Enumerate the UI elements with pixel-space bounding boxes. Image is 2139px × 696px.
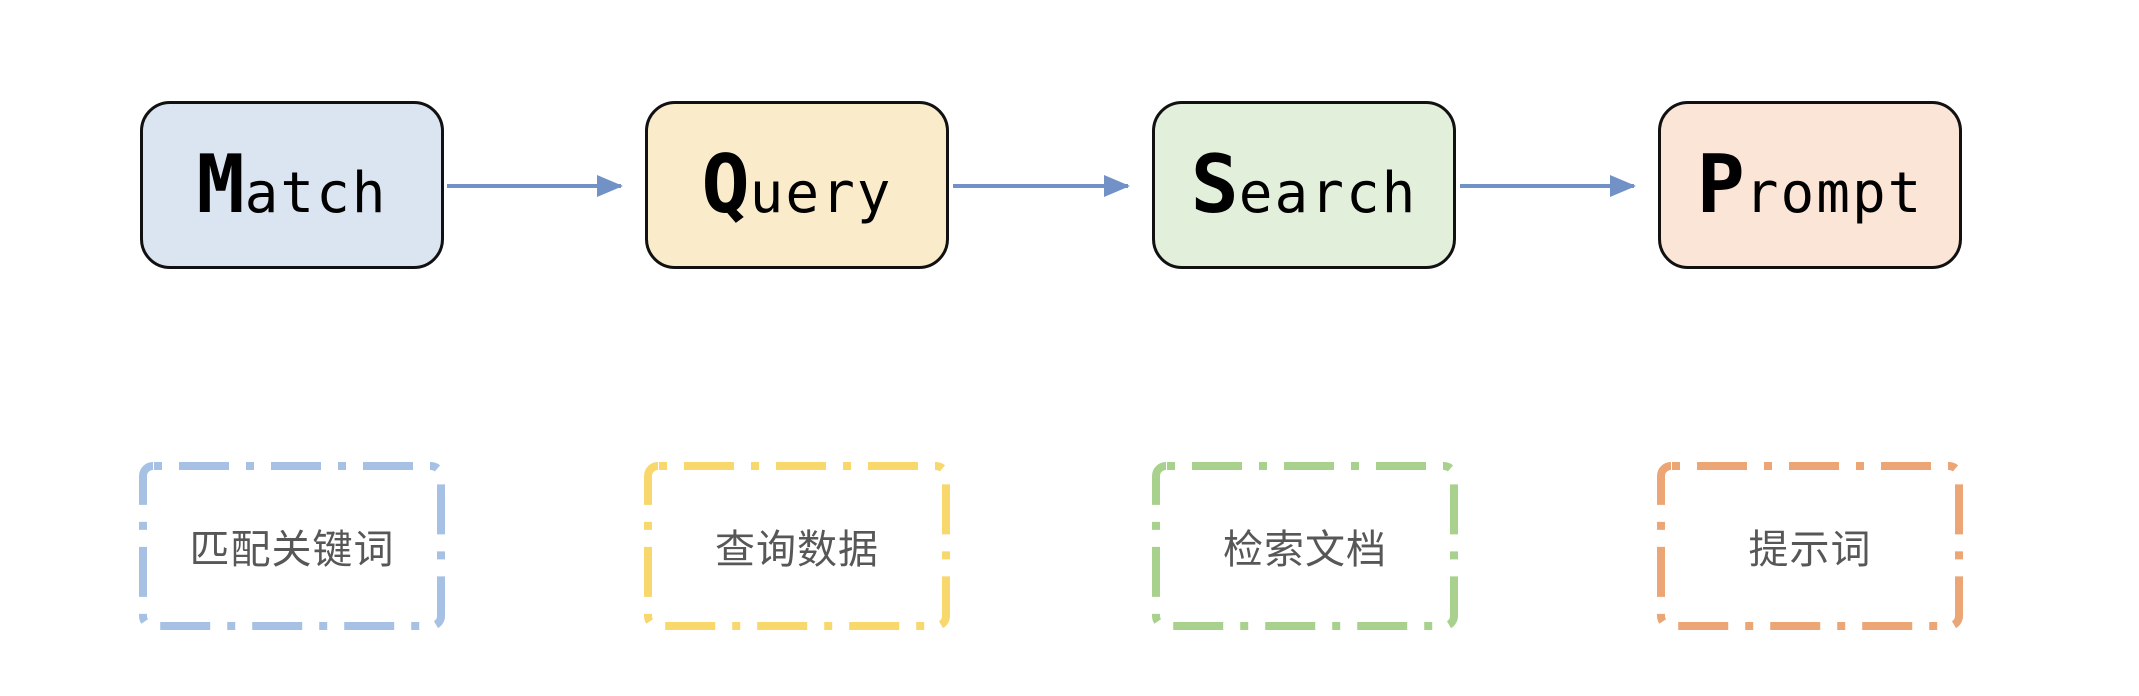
annotation-label-query: 查询数据 xyxy=(715,527,879,573)
node-label-initial: Q xyxy=(701,138,750,231)
annotation-label-match: 匹配关键词 xyxy=(189,527,395,573)
annotation-box-match: 匹配关键词 xyxy=(137,460,447,632)
sketch-border-icon xyxy=(644,462,950,630)
annotation-box-search: 检索文档 xyxy=(1150,460,1460,632)
annotation-box-query: 查询数据 xyxy=(642,460,952,632)
node-label-initial: P xyxy=(1696,138,1745,231)
node-label-initial: M xyxy=(196,138,245,231)
annotation-label-search: 检索文档 xyxy=(1223,527,1387,573)
sketch-border-icon xyxy=(139,462,445,630)
annotation-box-prompt: 提示词 xyxy=(1655,460,1965,632)
sketch-border-icon xyxy=(1657,462,1963,630)
node-label-initial: S xyxy=(1190,138,1239,231)
node-label-rest: rompt xyxy=(1744,161,1924,226)
node-label-rest: atch xyxy=(244,161,388,226)
annotation-label-prompt: 提示词 xyxy=(1748,527,1872,573)
node-label-rest: uery xyxy=(749,161,893,226)
sketch-border-icon xyxy=(1152,462,1458,630)
node-label-rest: earch xyxy=(1238,161,1418,226)
